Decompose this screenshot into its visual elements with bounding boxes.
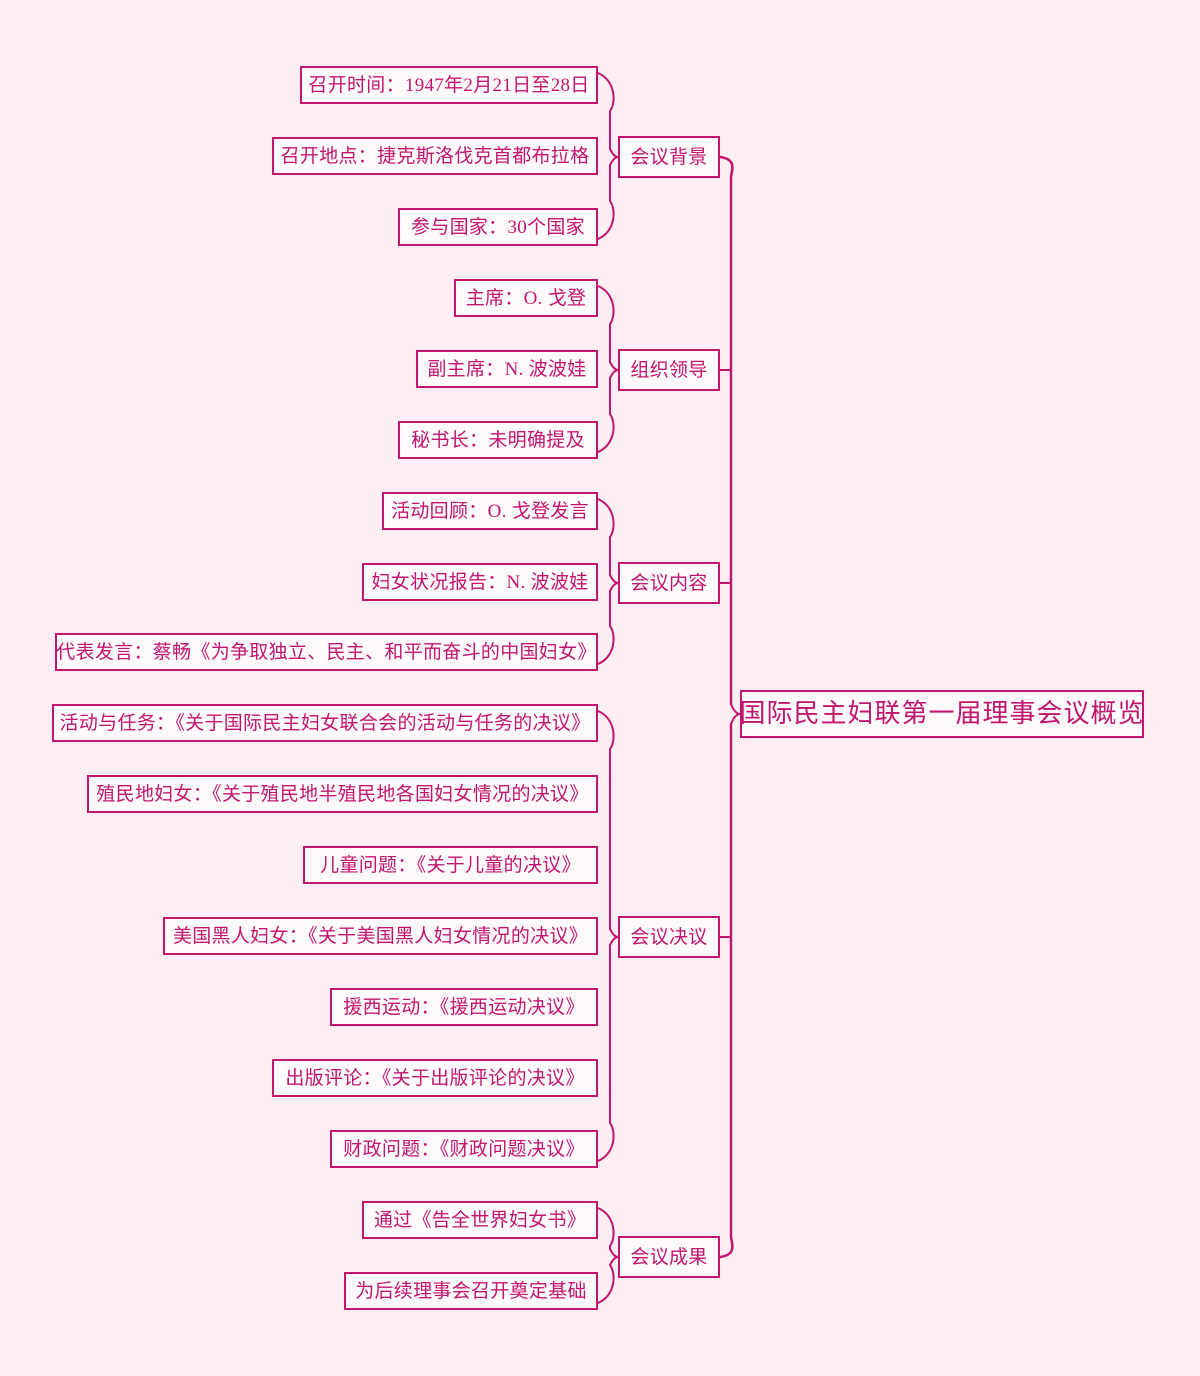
leaf-node-2-2[interactable]: 代表发言：蔡畅《为争取独立、民主、和平而奋斗的中国妇女》 <box>55 633 598 671</box>
leaf-node-1-1[interactable]: 副主席：N. 波波娃 <box>416 350 598 388</box>
leaf-node-1-2-label: 秘书长：未明确提及 <box>411 429 585 451</box>
leaf-node-3-3[interactable]: 美国黑人妇女：《关于美国黑人妇女情况的决议》 <box>163 917 598 955</box>
leaf-node-3-6[interactable]: 财政问题：《财政问题决议》 <box>330 1130 598 1168</box>
leaf-bracket-nub-2 <box>609 574 619 584</box>
branch-node-4-label: 会议成果 <box>630 1246 708 1268</box>
leaf-bracket-nub2-3 <box>609 936 619 946</box>
leaf-node-1-1-label: 副主席：N. 波波娃 <box>427 358 587 380</box>
leaf-node-4-0[interactable]: 通过《告全世界妇女书》 <box>362 1201 598 1239</box>
leaf-bracket-4 <box>597 1207 615 1304</box>
leaf-bracket-0 <box>597 72 615 240</box>
leaf-node-3-4[interactable]: 援西运动：《援西运动决议》 <box>330 988 598 1026</box>
leaf-node-2-1-label: 妇女状况报告：N. 波波娃 <box>371 571 589 593</box>
branch-node-0[interactable]: 会议背景 <box>618 136 720 178</box>
branch-node-2[interactable]: 会议内容 <box>618 562 720 604</box>
root-node[interactable]: 国际民主妇联第一届理事会议概览 <box>740 690 1144 738</box>
leaf-bracket-2 <box>597 498 615 665</box>
leaf-node-3-3-label: 美国黑人妇女：《关于美国黑人妇女情况的决议》 <box>172 925 589 947</box>
leaf-bracket-nub-3 <box>609 928 619 938</box>
leaf-bracket-nub2-2 <box>609 582 619 592</box>
branch-node-2-label: 会议内容 <box>630 572 708 594</box>
root-node-label: 国际民主妇联第一届理事会议概览 <box>739 699 1145 728</box>
leaf-bracket-3 <box>597 710 615 1162</box>
leaf-node-3-5-label: 出版评论：《关于出版评论的决议》 <box>285 1067 585 1089</box>
leaf-node-1-2[interactable]: 秘书长：未明确提及 <box>398 421 598 459</box>
leaf-bracket-1 <box>597 285 615 453</box>
leaf-node-3-0-label: 活动与任务：《关于国际民主妇女联合会的活动与任务的决议》 <box>59 712 591 734</box>
leaf-bracket-nub2-1 <box>609 369 619 379</box>
leaf-node-0-0-label: 召开时间：1947年2月21日至28日 <box>308 74 590 96</box>
leaf-node-1-0[interactable]: 主席：O. 戈登 <box>454 279 598 317</box>
leaf-node-3-0[interactable]: 活动与任务：《关于国际民主妇女联合会的活动与任务的决议》 <box>52 704 598 742</box>
leaf-node-3-6-label: 财政问题：《财政问题决议》 <box>343 1138 585 1160</box>
branch-node-1[interactable]: 组织领导 <box>618 349 720 391</box>
leaf-node-0-1[interactable]: 召开地点：捷克斯洛伐克首都布拉格 <box>272 137 598 175</box>
leaf-node-3-5[interactable]: 出版评论：《关于出版评论的决议》 <box>272 1059 598 1097</box>
main-spine <box>718 155 734 1259</box>
leaf-node-2-0[interactable]: 活动回顾：O. 戈登发言 <box>382 492 598 530</box>
leaf-bracket-nub-4 <box>609 1248 619 1258</box>
leaf-node-4-1-label: 为后续理事会召开奠定基础 <box>355 1280 587 1302</box>
leaf-node-3-2-label: 儿童问题：《关于儿童的决议》 <box>320 854 581 876</box>
leaf-node-2-0-label: 活动回顾：O. 戈登发言 <box>391 500 589 522</box>
leaf-bracket-nub2-4 <box>609 1256 619 1266</box>
leaf-node-3-1[interactable]: 殖民地妇女：《关于殖民地半殖民地各国妇女情况的决议》 <box>87 775 598 813</box>
leaf-bracket-nub2-0 <box>609 156 619 166</box>
leaf-node-0-0[interactable]: 召开时间：1947年2月21日至28日 <box>300 66 598 104</box>
leaf-node-2-1[interactable]: 妇女状况报告：N. 波波娃 <box>362 563 598 601</box>
leaf-node-3-1-label: 殖民地妇女：《关于殖民地半殖民地各国妇女情况的决议》 <box>96 783 589 805</box>
leaf-node-3-2[interactable]: 儿童问题：《关于儿童的决议》 <box>303 846 598 884</box>
leaf-node-0-2-label: 参与国家：30个国家 <box>410 216 585 238</box>
leaf-node-1-0-label: 主席：O. 戈登 <box>465 287 587 309</box>
leaf-node-3-4-label: 援西运动：《援西运动决议》 <box>343 996 585 1018</box>
leaf-node-4-0-label: 通过《告全世界妇女书》 <box>373 1209 587 1231</box>
leaf-bracket-nub-0 <box>609 148 619 158</box>
branch-node-3[interactable]: 会议决议 <box>618 916 720 958</box>
leaf-bracket-nub-1 <box>609 361 619 371</box>
leaf-node-0-1-label: 召开地点：捷克斯洛伐克首都布拉格 <box>280 145 590 167</box>
branch-node-4[interactable]: 会议成果 <box>618 1236 720 1278</box>
branch-node-0-label: 会议背景 <box>630 146 708 168</box>
branch-node-3-label: 会议决议 <box>630 926 708 948</box>
leaf-node-2-2-label: 代表发言：蔡畅《为争取独立、民主、和平而奋斗的中国妇女》 <box>56 641 597 663</box>
leaf-node-4-1[interactable]: 为后续理事会召开奠定基础 <box>344 1272 598 1310</box>
branch-node-1-label: 组织领导 <box>630 359 708 381</box>
leaf-node-0-2[interactable]: 参与国家：30个国家 <box>398 208 598 246</box>
